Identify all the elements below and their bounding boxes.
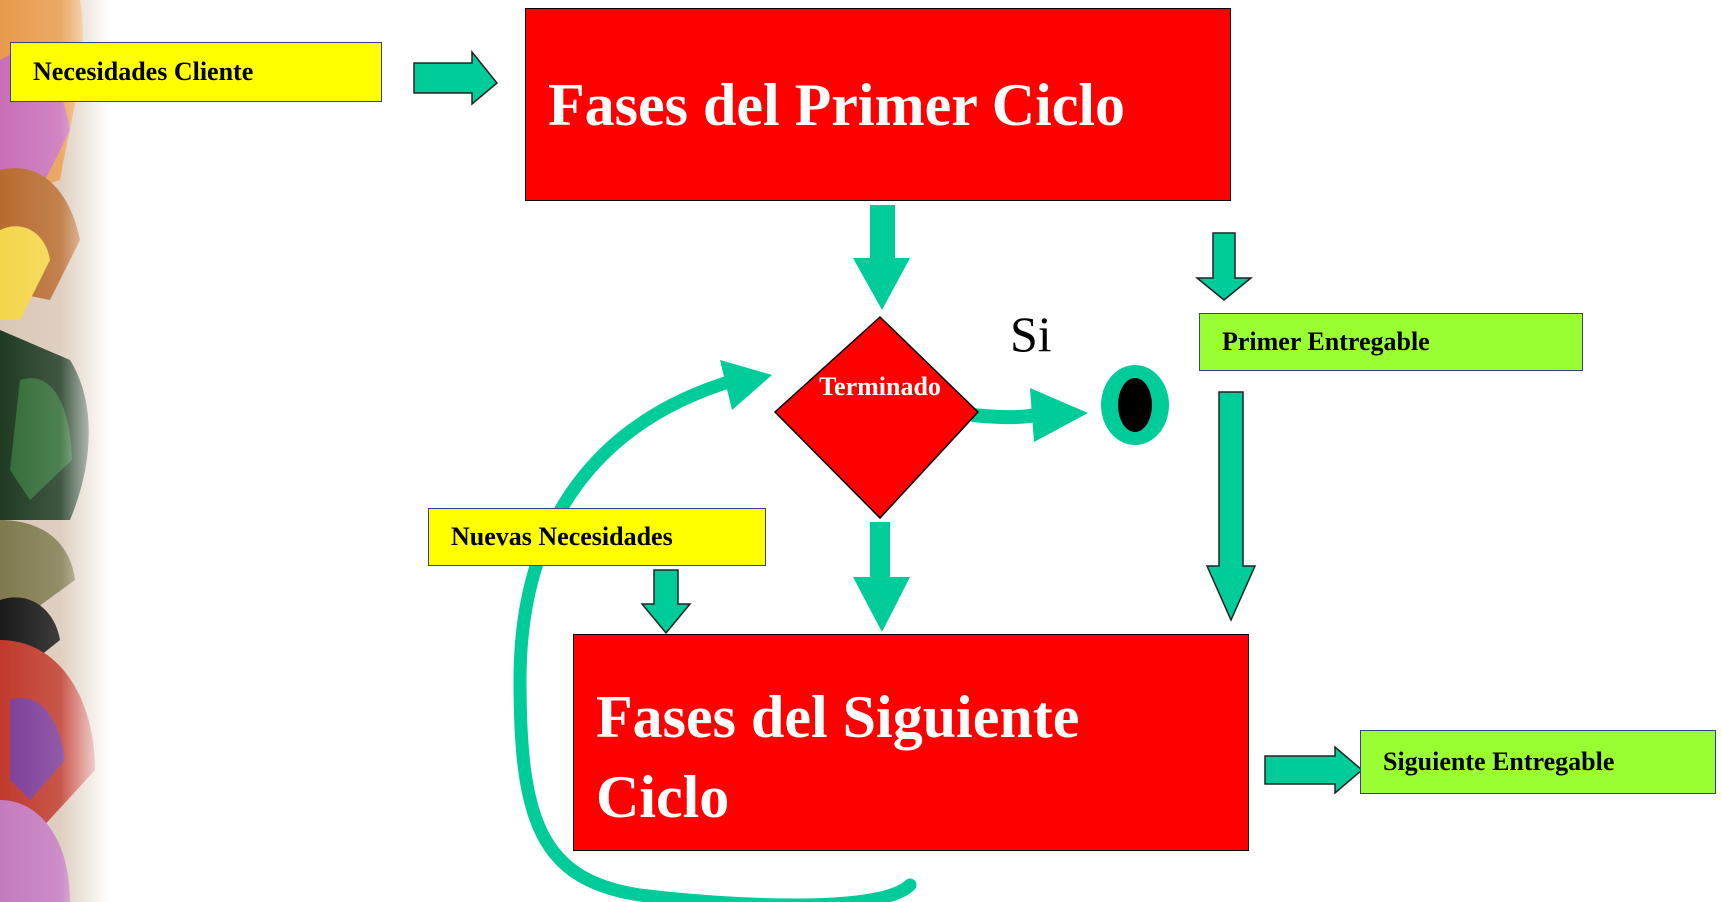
block-arrow-icon [640, 569, 692, 635]
next-deliverable-label: Siguiente Entregable [1360, 730, 1716, 794]
terminal-circle-icon [1101, 365, 1169, 445]
decision-text: Terminado [819, 372, 941, 401]
block-arrow-icon [1205, 391, 1257, 622]
next-cycle-title-line2: Ciclo [596, 764, 730, 830]
decision-diamond [773, 315, 980, 520]
first-deliverable-text: Primer Entregable [1222, 327, 1430, 356]
next-cycle-title-line1: Fases del Siguiente [596, 684, 1080, 750]
loop-back-arrowhead [720, 360, 772, 410]
block-arrow-icon [853, 522, 910, 632]
block-arrow-icon [1264, 745, 1364, 795]
yes-arrow [971, 407, 1042, 425]
block-arrow-icon [1194, 232, 1254, 301]
block-arrow-icon [413, 49, 499, 106]
first-cycle-title: Fases del Primer Ciclo [548, 71, 1126, 138]
block-arrow-icon [1030, 388, 1088, 442]
new-needs-label: Nuevas Necesidades [428, 508, 766, 566]
yes-text: Si [1010, 306, 1052, 362]
customer-needs-text: Necesidades Cliente [33, 57, 254, 86]
decision-label: Terminado [800, 372, 960, 402]
yes-label: Si [1010, 305, 1052, 363]
customer-needs-label: Necesidades Cliente [10, 42, 382, 102]
loop-back-arrow [513, 373, 917, 902]
new-needs-text: Nuevas Necesidades [451, 522, 673, 551]
first-cycle-box: Fases del Primer Ciclo [525, 8, 1231, 201]
next-cycle-box: Fases del Siguiente Ciclo [573, 634, 1249, 851]
block-arrow-icon [853, 205, 910, 310]
next-deliverable-text: Siguiente Entregable [1383, 747, 1615, 776]
first-deliverable-label: Primer Entregable [1199, 313, 1583, 371]
